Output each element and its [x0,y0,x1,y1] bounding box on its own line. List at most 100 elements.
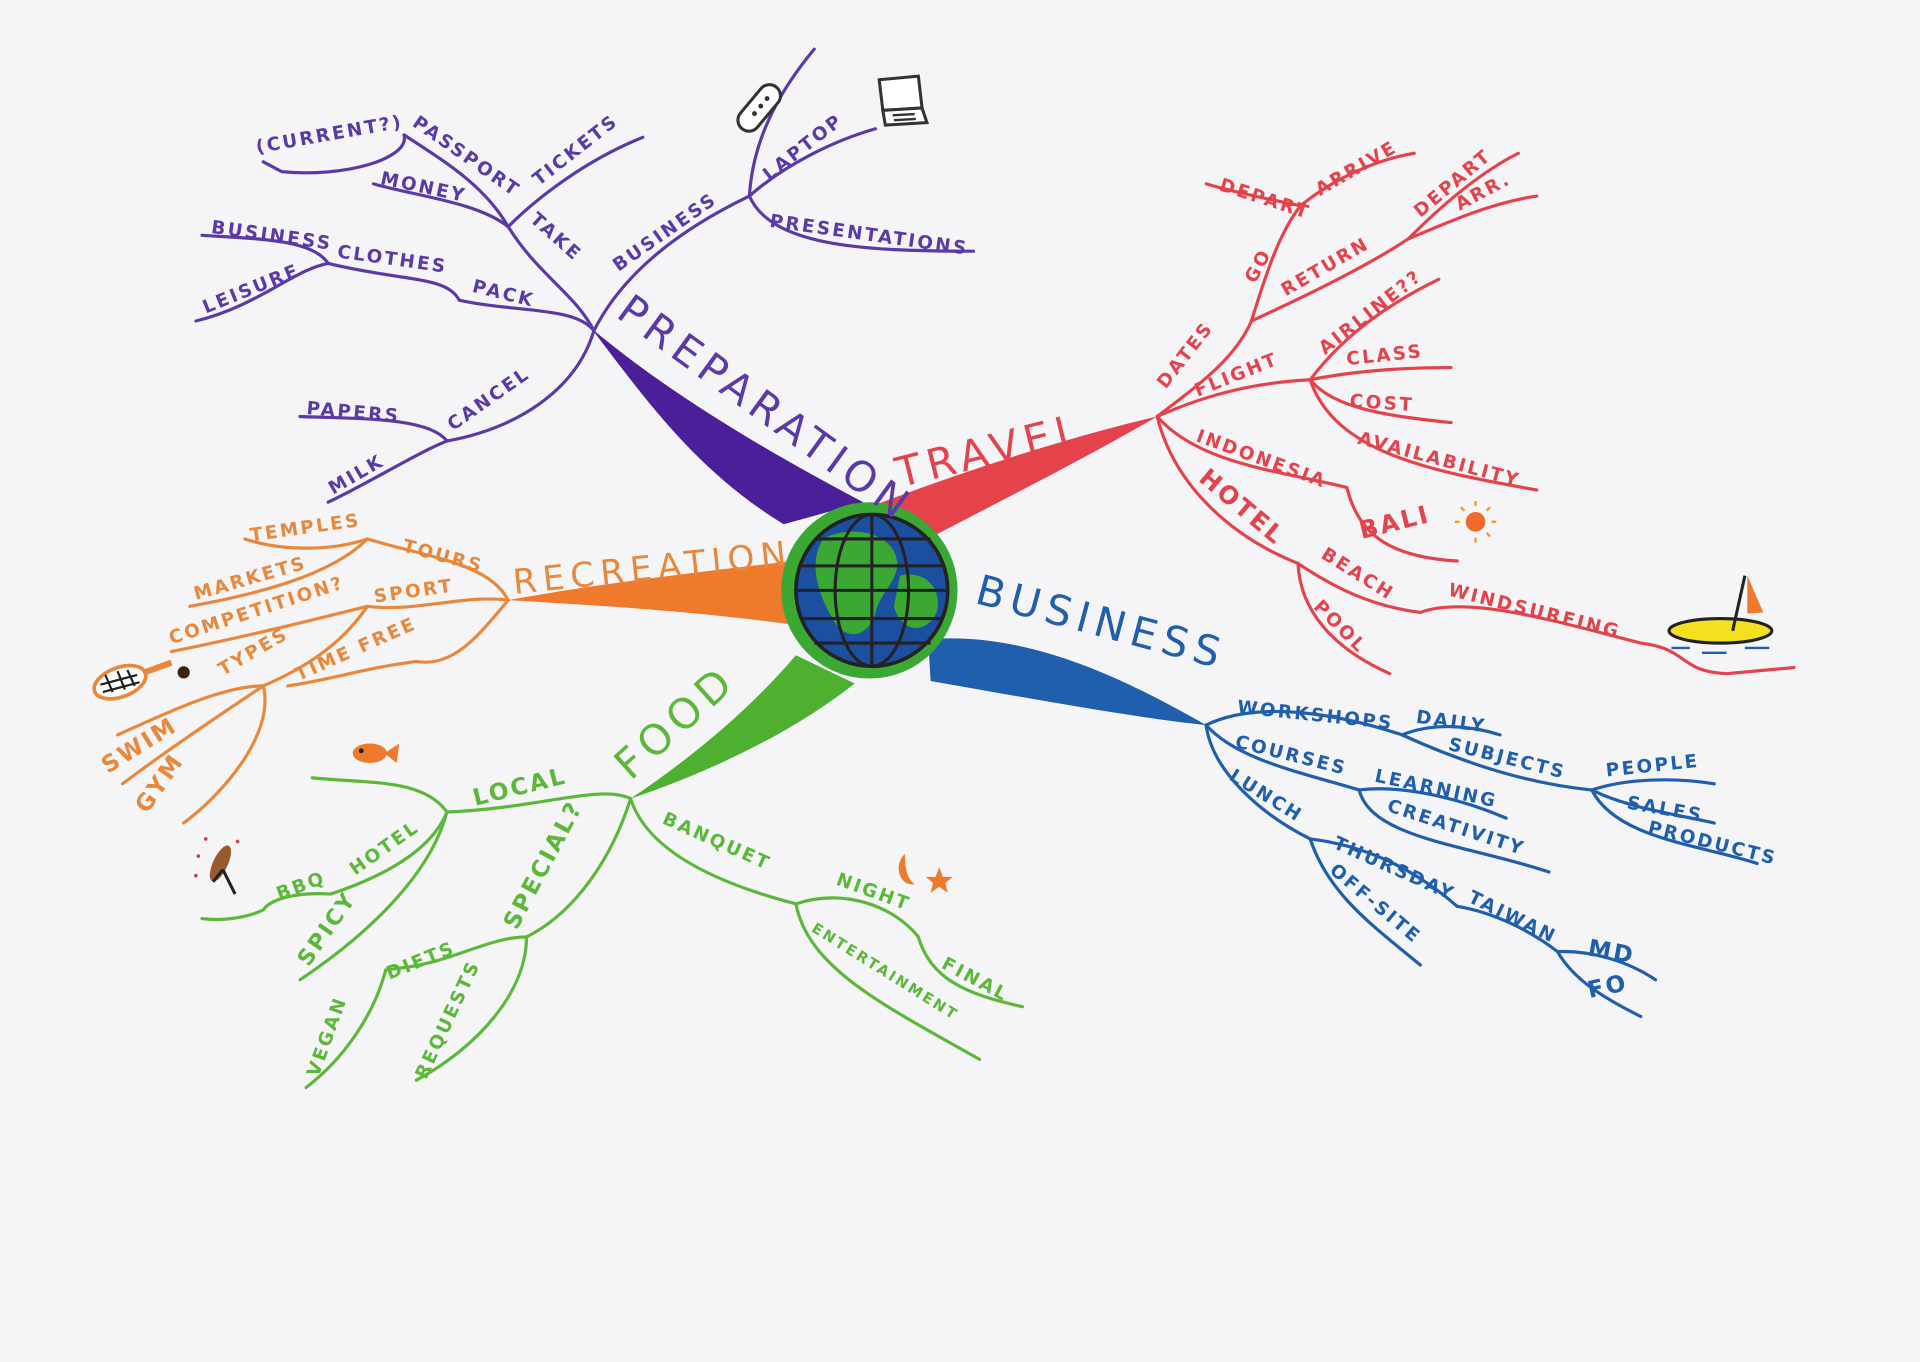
branch-line [371,182,510,229]
branch-line [1308,378,1453,425]
node-label: VEGAN [303,994,351,1080]
node-label: MD [1586,935,1637,970]
branch-line [188,537,369,608]
business-branch: BUSINESS WORKSHOPS DAILY SUBJECTS PEOPLE… [971,565,1779,1019]
node-label: TOURS [400,536,485,578]
branch-line [1555,949,1658,982]
node-label: ARRIVE [1312,137,1401,201]
node-label: DIETS [383,938,458,985]
node-label: PRODUCTS [1646,817,1779,869]
node-label: POOL [1309,596,1371,658]
travel-trunk [875,416,1158,546]
branch-line [506,135,645,229]
branch-line [445,329,596,443]
branch-line [1308,837,1423,967]
node-label: AVAILABILITY [1355,428,1522,492]
branch-line [326,439,449,504]
branch-line [1308,365,1453,382]
branch-line [1155,319,1254,419]
sun-icon [1454,500,1497,543]
node-label: BBQ [274,868,329,905]
branch-line [261,133,406,175]
branch-line [1555,950,1643,1019]
branch-line [1590,778,1716,792]
branch-line [1204,723,1312,841]
food-trunk [630,655,855,799]
branch-line [506,225,596,333]
node-label: BALI [1356,499,1433,545]
branch-line [1155,378,1312,419]
node-label: CLOTHES [336,241,449,277]
moon-and-star-icon [898,853,953,893]
bbq-skewer-icon [194,837,240,895]
node-label: FO [1585,969,1630,1004]
preparation-branch: PREPARATION TAKE PASSPORT (CURRENT?) TIC… [194,47,976,531]
branch-line [1400,733,1594,792]
branch-line [310,776,449,814]
node-label: LAPTOP [759,110,847,185]
sailboat-icon [1667,575,1774,655]
node-label: TAKE [526,209,586,266]
node-label: BUSINESS [210,217,334,255]
node-label: DEPART [1217,175,1313,224]
branch-line [200,810,449,922]
node-label: SPECIAL? [498,796,588,933]
branch-line [747,47,816,198]
node-label: CLASS [1345,341,1424,370]
branch-line [1406,194,1539,241]
node-label: CANCEL [444,363,534,435]
fish-icon [352,743,400,764]
branch-line [1204,182,1303,208]
branch-line [1298,151,1416,208]
branch-line [1590,788,1716,825]
branch-line [1204,709,1404,737]
branch-line [120,684,265,786]
branch-line [1296,561,1392,676]
branch-line [1308,837,1459,908]
node-label: BANQUET [659,808,774,874]
branch-line [298,414,449,443]
branch-line [1155,414,1300,566]
node-label: LEISURE [200,260,303,318]
branch-line [592,194,751,333]
node-label: SUBJECTS [1446,734,1568,783]
branch-line [286,598,510,688]
branch-line [1308,378,1539,492]
node-label: BUSINESS [609,189,721,276]
branch-line [243,537,369,550]
node-label: LUNCH [1226,765,1307,826]
branch-line [365,597,510,610]
branch-line [169,604,369,654]
branch-line [1357,787,1508,820]
branch-line [794,902,982,1061]
branch-line [402,133,510,229]
preparation-trunk [591,328,864,525]
node-label: COST [1349,391,1415,416]
node-label: TAIWAN [1465,887,1560,948]
branch-line [1400,725,1502,737]
branch-line [794,896,1025,1009]
node-label: TIME FREE [292,613,420,685]
branch-line [1406,151,1520,241]
branch-line [115,684,265,737]
branch-line [194,261,330,323]
node-label: TEMPLES [249,510,362,546]
node-label: MONEY [379,168,469,207]
branch-line [1249,204,1303,323]
branch-line [326,261,596,333]
branch-line [1204,723,1361,792]
branch-line [1155,414,1459,563]
globe-icon [781,502,958,679]
recreation-trunk [508,561,794,625]
branch-line [414,935,529,1082]
branch-line [1357,788,1551,874]
branch-line [182,684,267,825]
branch-line [1455,904,1560,954]
branch-line [1308,277,1441,382]
mobile-phone-icon [736,83,782,133]
node-label: TICKETS [529,111,623,191]
branch-line [304,968,388,1090]
branch-line [298,810,449,982]
branch-line [1590,788,1759,866]
